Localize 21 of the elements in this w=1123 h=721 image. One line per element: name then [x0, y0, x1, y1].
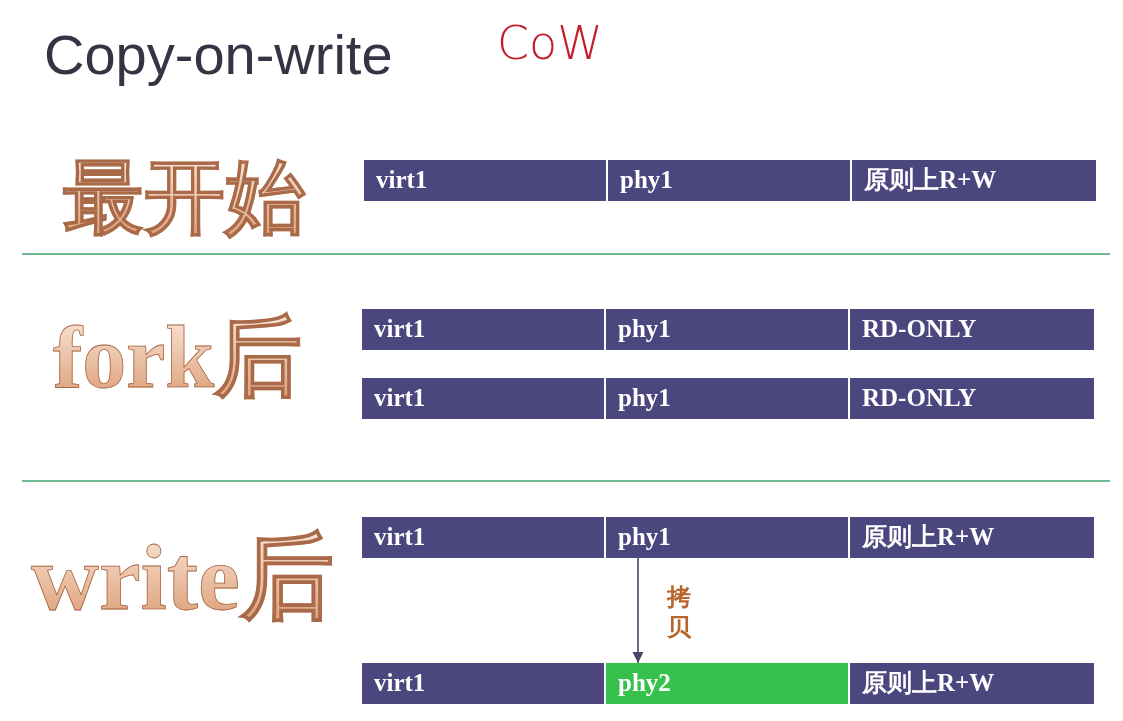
- row-heading: write后: [31, 530, 334, 624]
- table-cell: virt1: [362, 517, 604, 558]
- table-cell: phy1: [608, 160, 850, 201]
- table-cell: virt1: [362, 309, 604, 350]
- table-cell: virt1: [362, 378, 604, 419]
- row-heading: fork后: [53, 314, 303, 402]
- edge-label: 拷贝: [666, 582, 691, 642]
- handwritten-note: CoW: [497, 20, 603, 66]
- table-cell: phy1: [606, 517, 848, 558]
- row-heading: 最开始: [63, 158, 306, 239]
- arrow: [632, 557, 644, 664]
- table-cell: virt1: [364, 160, 606, 201]
- table-cell: 原则上R+W: [852, 160, 1096, 201]
- table-cell: RD-ONLY: [850, 378, 1094, 419]
- table-cell: phy1: [606, 309, 848, 350]
- table-cell: phy1: [606, 378, 848, 419]
- table-cell: phy2: [606, 663, 848, 704]
- table-cell: RD-ONLY: [850, 309, 1094, 350]
- table-cell: virt1: [362, 663, 604, 704]
- table-cell: 原则上R+W: [850, 517, 1094, 558]
- table-cell: 原则上R+W: [850, 663, 1094, 704]
